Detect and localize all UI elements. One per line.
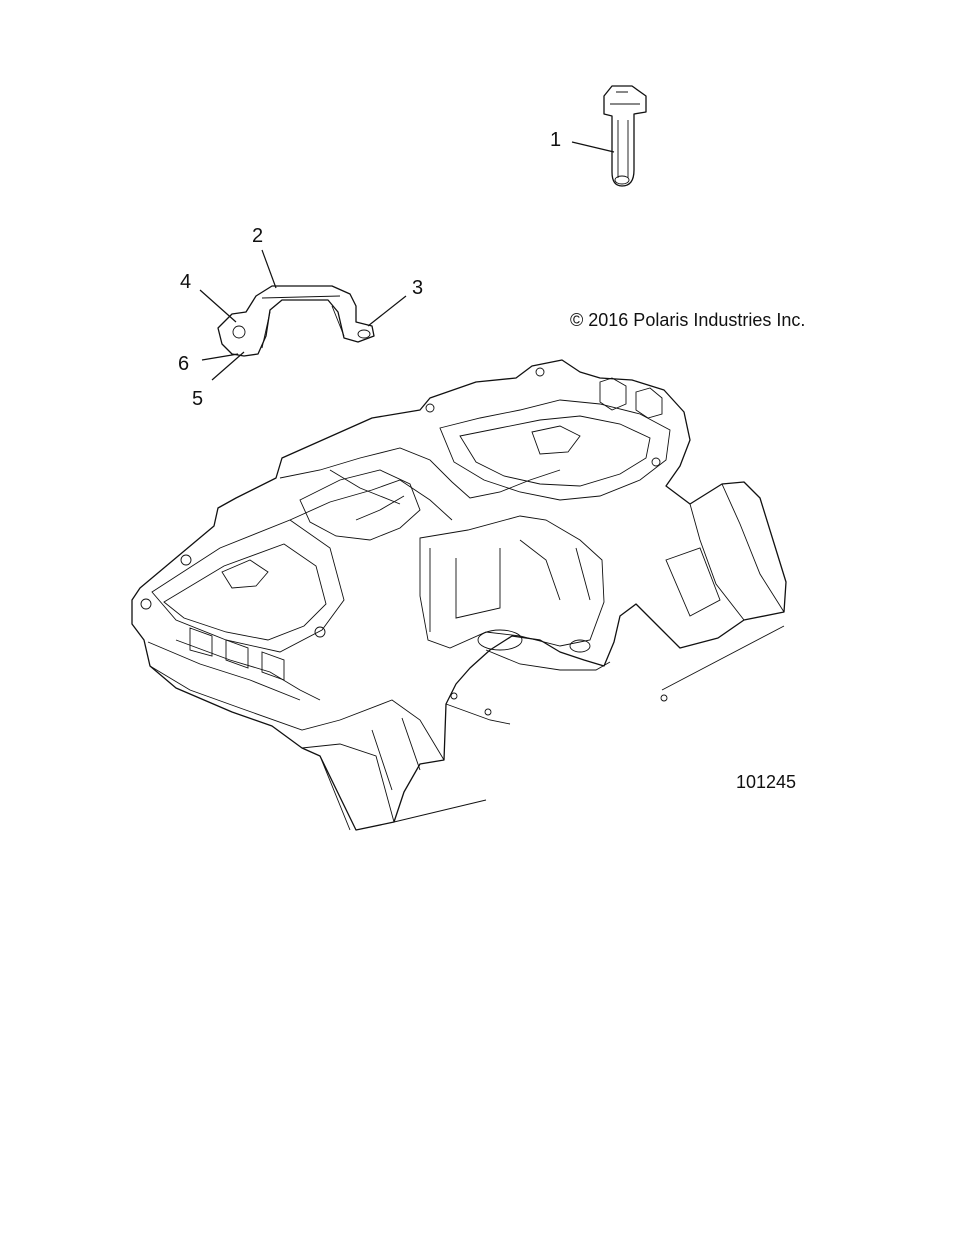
leader-lines: [199, 141, 615, 381]
callout-6: 6: [178, 353, 189, 375]
callout-4: 4: [180, 271, 191, 293]
callout-5: 5: [192, 388, 203, 410]
copyright-notice: © 2016 Polaris Industries Inc.: [570, 310, 805, 330]
rack-assembly: [131, 359, 787, 831]
leader-2: [261, 249, 277, 289]
leader-3: [367, 295, 407, 327]
part-1-post: [603, 85, 647, 187]
leader-1: [571, 141, 615, 153]
part-2-handle-bracket: [217, 285, 375, 357]
leader-5: [211, 351, 245, 381]
leader-4: [199, 289, 237, 323]
callout-1: 1: [550, 129, 561, 151]
callout-3: 3: [412, 277, 423, 299]
leader-6: [201, 353, 239, 361]
figure-number: 101245: [736, 772, 796, 792]
callout-2: 2: [252, 225, 263, 247]
